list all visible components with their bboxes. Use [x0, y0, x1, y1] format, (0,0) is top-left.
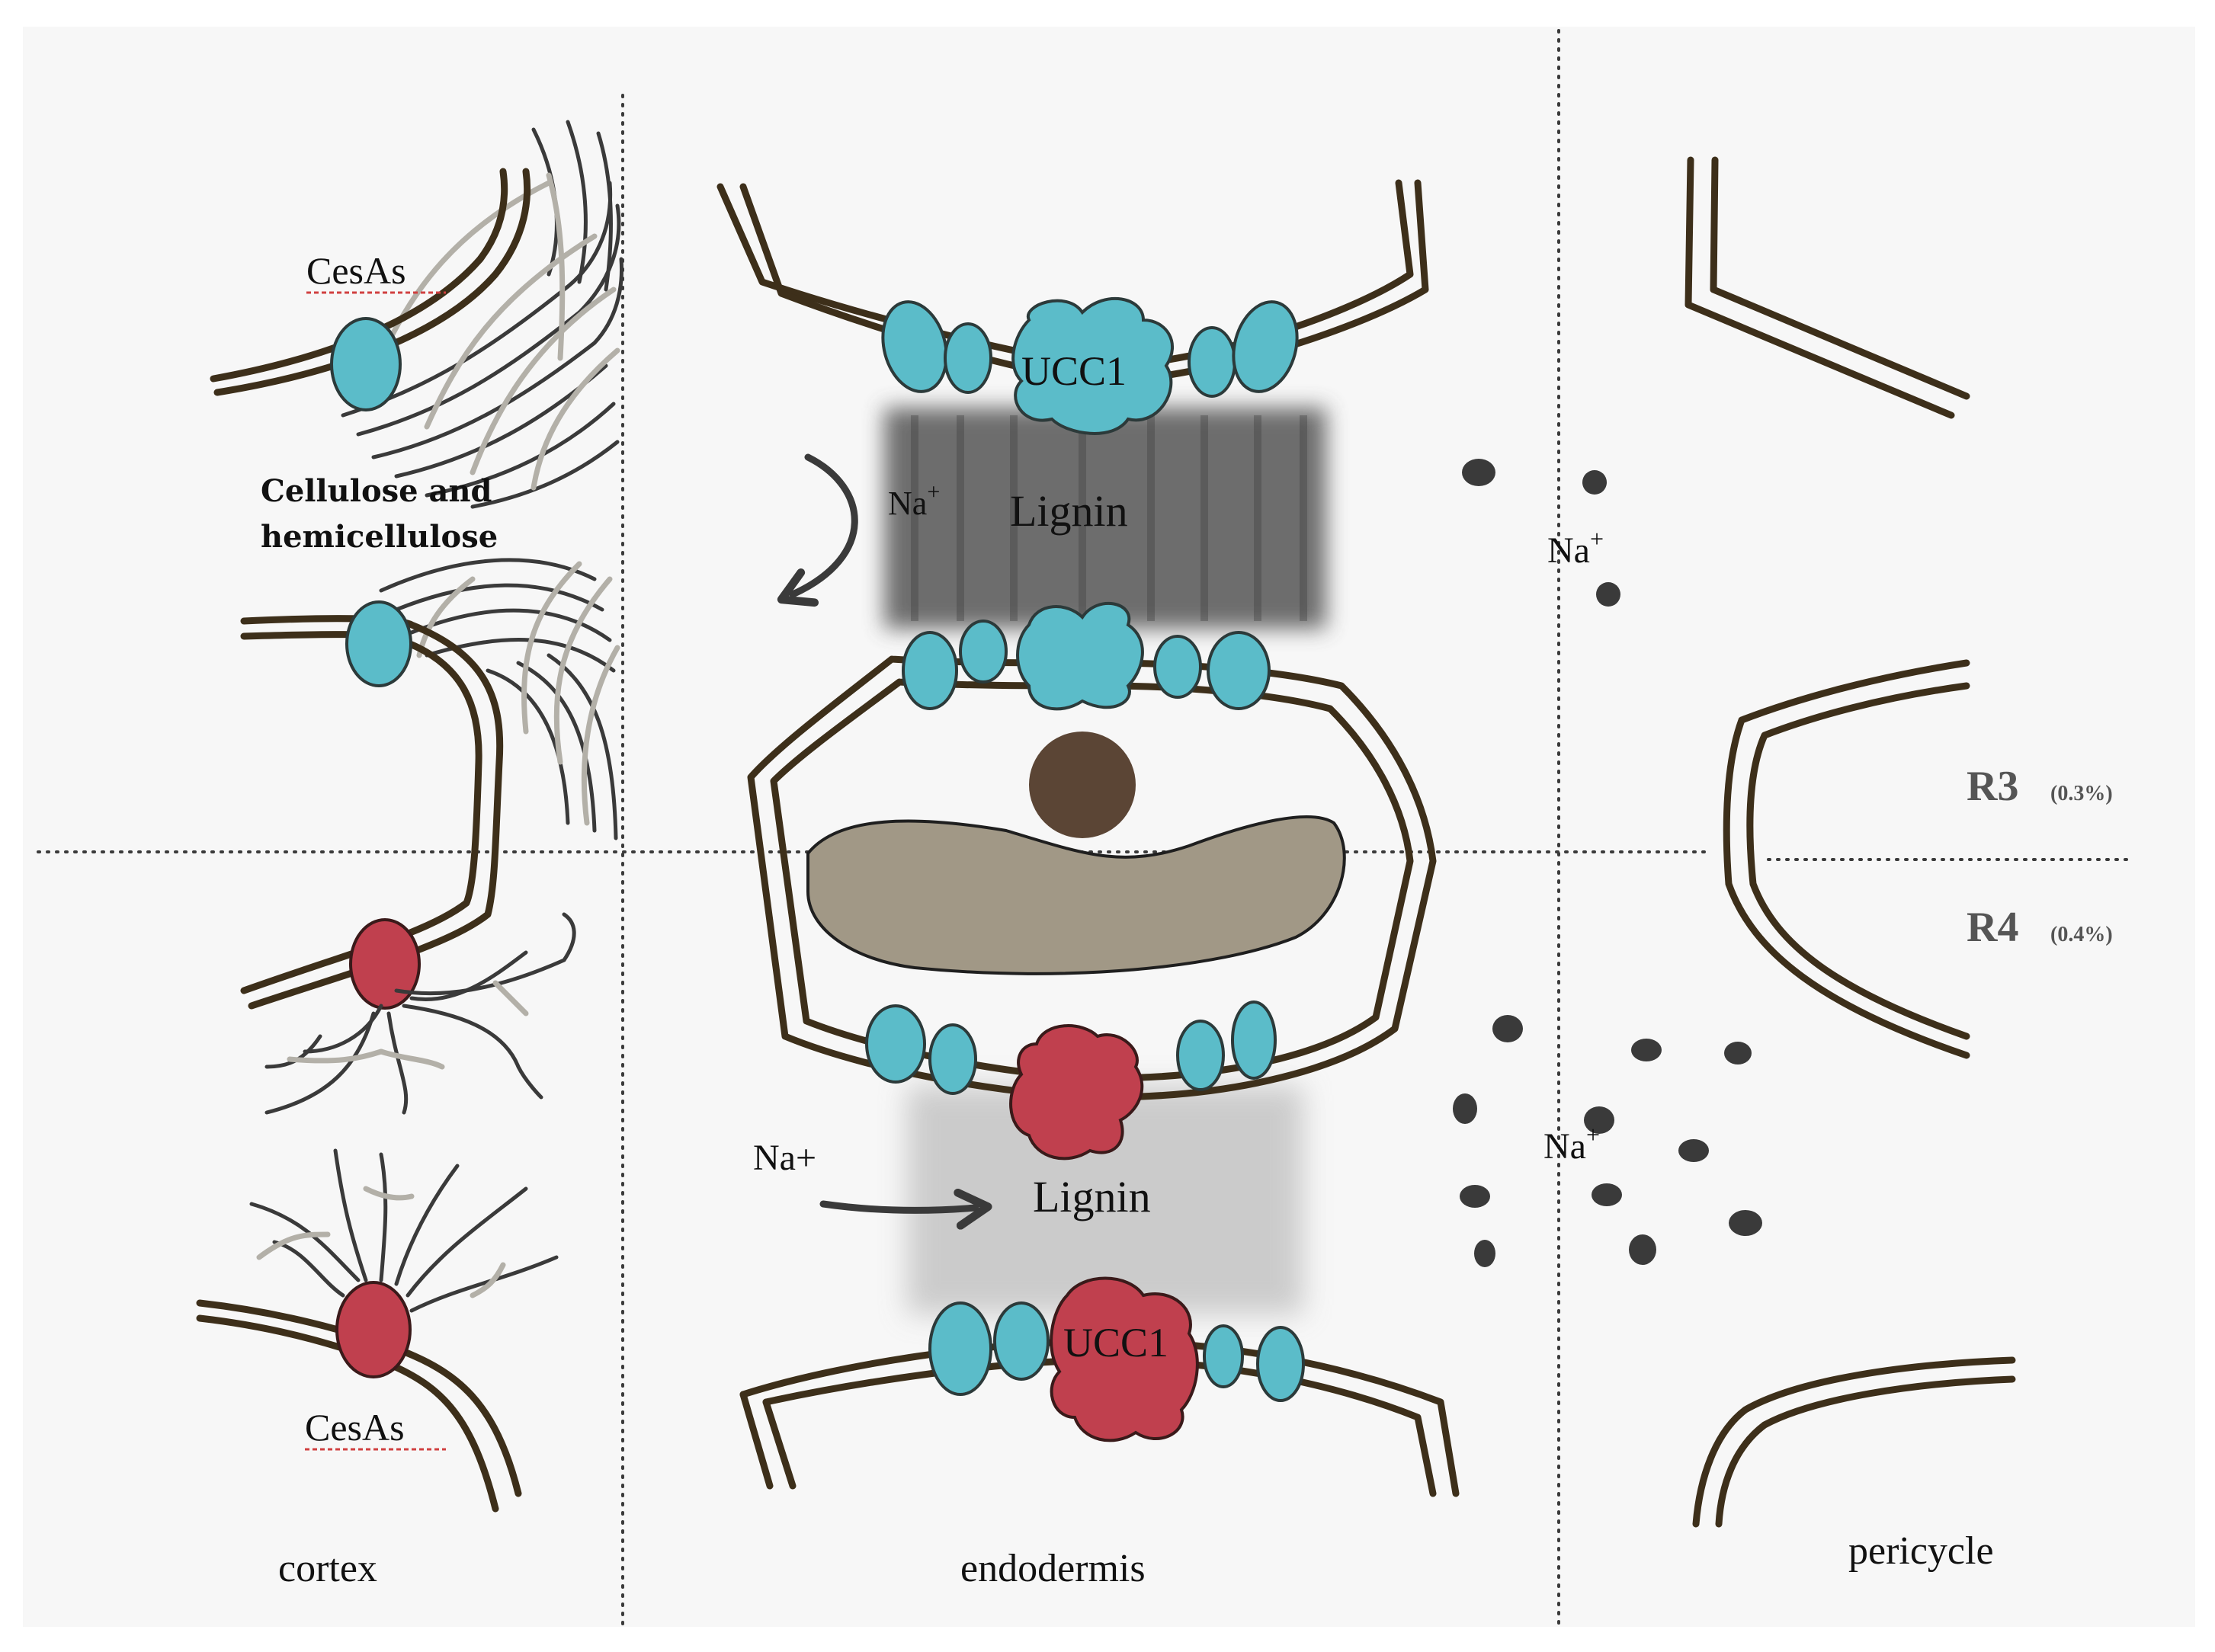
cortex-label: cortex: [278, 1547, 377, 1590]
na-label-right-top: Na+: [1547, 525, 1604, 571]
cellulose-label-line2: hemicellulose: [261, 519, 498, 555]
ucc1-cluster-middle: [902, 602, 1271, 711]
cesa-complex-middle: [345, 600, 412, 687]
na-label-right-bottom: Na+: [1543, 1121, 1600, 1167]
sodium-ions-bottom: [1453, 1015, 1762, 1267]
ucc1-label-top: UCC1: [1021, 348, 1127, 394]
pericycle-label: pericycle: [1848, 1529, 1994, 1573]
cesa-complex-red-upper: [349, 918, 421, 1010]
nucleus: [1029, 732, 1136, 838]
r3-percent: (0.3%): [2050, 782, 2113, 805]
endodermis-region: [716, 179, 1460, 1497]
cesa-complex-red-lower: [335, 1281, 412, 1378]
ucc1-cluster-top: [881, 296, 1299, 435]
vacuole: [806, 815, 1346, 975]
ucc1-cluster-bottom: [928, 1276, 1305, 1442]
r3-label: R3: [1967, 763, 2018, 810]
pericycle-wall-bottom: [1692, 1356, 2016, 1528]
cellulose-label-line1: Cellulose and: [261, 473, 492, 509]
disordered-fibers-lower: [249, 1148, 559, 1313]
r4-percent: (0.4%): [2050, 923, 2113, 946]
cesas-label-bottom: CesAs: [305, 1406, 405, 1449]
sodium-ions-top: [1462, 459, 1620, 607]
lignin-label-top: Lignin: [1010, 486, 1128, 536]
cortex-region: [196, 120, 623, 1513]
ucc1-cluster-middle-lower: [865, 1000, 1277, 1161]
ucc1-label-bottom: UCC1: [1063, 1320, 1168, 1365]
lignin-streaks-top: [911, 415, 1307, 621]
endodermis-label: endodermis: [960, 1547, 1146, 1590]
disordered-fibers-upper: [264, 912, 576, 1115]
lignin-band-top: [884, 408, 1326, 629]
curved-arrow-na-blocked: [777, 453, 858, 607]
r4-label: R4: [1967, 904, 2018, 951]
lignin-label-bottom: Lignin: [1033, 1172, 1151, 1221]
pericycle-wall-top: [1684, 156, 1955, 419]
cellulose-fibers-top: [341, 120, 623, 509]
arrow-na-passes: [819, 1188, 992, 1230]
cellulose-fibers-middle: [379, 558, 620, 840]
pericycle-wall-middle: [1723, 659, 1970, 1059]
pericycle-region: [1684, 156, 2016, 1528]
cesas-label-top: CesAs: [306, 249, 406, 292]
na-label-bottom: Na+: [753, 1138, 816, 1178]
na-label-top: Na+: [888, 479, 940, 522]
cesa-complex-top: [330, 317, 402, 411]
